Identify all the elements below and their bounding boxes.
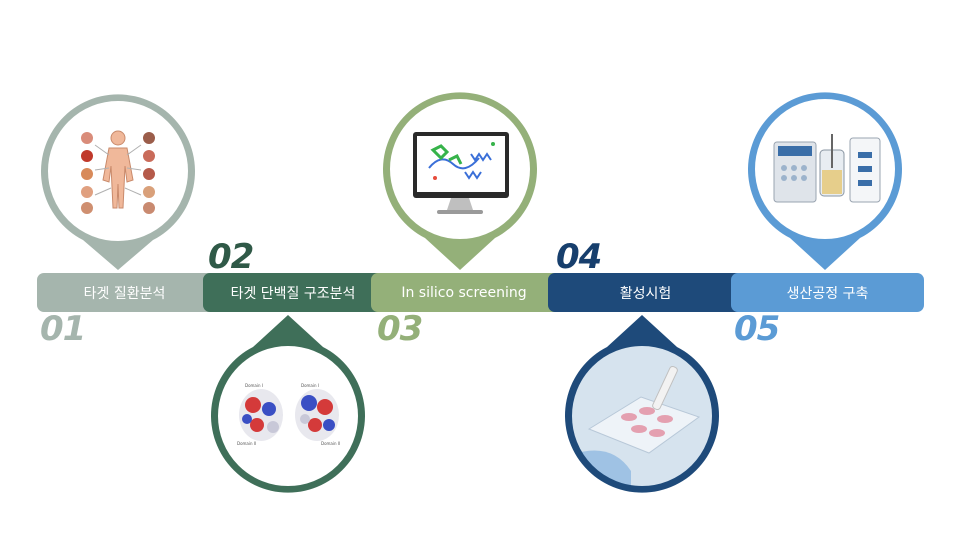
step-01-number: 01 [40,309,86,349]
step-03-number: 03 [377,309,423,349]
step-03-label: In silico screening [401,284,527,301]
step-05-label: 생산공정 구축 [786,285,869,302]
svg-text:Domain I: Domain I [245,383,263,388]
svg-text:Domain I: Domain I [301,383,319,388]
svg-text:Domain II: Domain II [237,441,256,446]
step-04-bar: 활성시험 [548,273,743,312]
protein-electrostatic-surface-icon: Domain I Domain I Domain II Domain II [217,345,359,487]
step-04-label: 활성시험 [619,285,672,302]
cell-culture-plate-icon [571,345,713,487]
step-05-number: 05 [734,309,780,349]
step-04-number: 04 [556,237,602,277]
step-03-bar: In silico screening [371,273,557,312]
step-02-label: 타겟 단백질 구조분석 [230,285,356,302]
human-anatomy-organs-icon [47,100,189,242]
bioreactor-equipment-icon [754,98,896,240]
svg-text:Domain II: Domain II [321,441,340,446]
step-05-bar: 생산공정 구축 [731,273,924,312]
step-02-number: 02 [208,237,254,277]
step-01-bar: 타겟 질환분석 [37,273,212,312]
molecular-docking-monitor-icon [389,98,531,240]
step-02-bar: 타겟 단백질 구조분석 [203,273,383,312]
step-01-label: 타겟 질환분석 [83,285,166,302]
